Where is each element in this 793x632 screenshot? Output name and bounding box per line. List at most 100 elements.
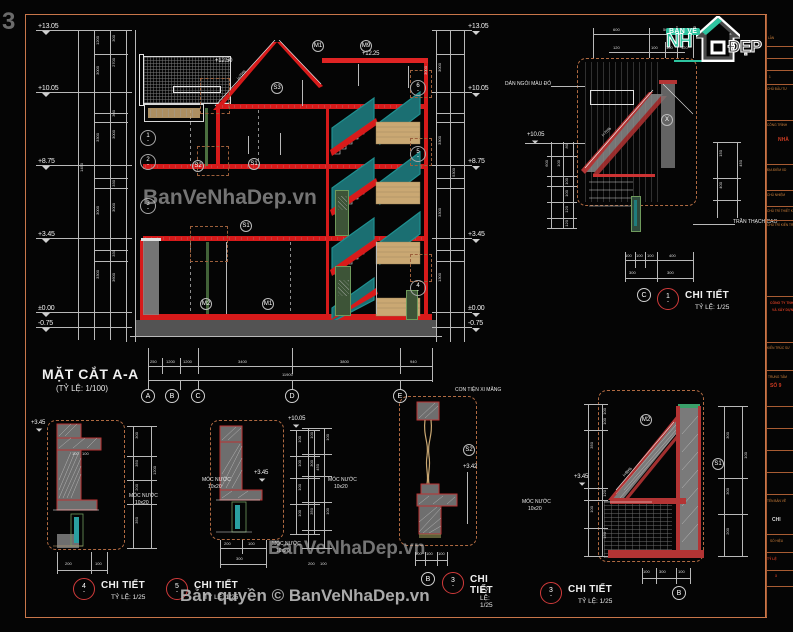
section-title: MẶT CẮT A-A (42, 366, 139, 382)
grid-bubble[interactable]: B (672, 586, 686, 600)
titleblock-row: CHỦ NHIỆM (766, 191, 793, 207)
dimension-text: 300 (629, 270, 636, 275)
dimension-text: 400 (718, 182, 723, 189)
titleblock-row (766, 59, 793, 71)
interior-elevation-label: +12.50 (215, 58, 233, 64)
detail-number-bubble[interactable]: 3 - (540, 582, 562, 604)
dimension-text: 300 (111, 35, 116, 42)
foundation (136, 320, 436, 336)
dimension-text: 200 (725, 528, 730, 535)
dimension-text: 100 (426, 551, 433, 556)
level-marker-icon (579, 483, 586, 487)
detail-callout[interactable]: 6 - (410, 80, 426, 96)
detail-bottom-right: i=90% M2 S1 +3.45 MÓC NƯỚC 10x20 100 100… (522, 382, 780, 612)
dimension-text: 100 (564, 178, 569, 185)
logo-top-text: BẢN VẼ (666, 28, 701, 35)
detail-boundary (399, 396, 477, 546)
element-tag: M1 (312, 40, 324, 52)
detail-bottom-3: 100 100 300 350 100 +3.45 MÓC NƯỚC 10x20… (202, 420, 493, 609)
grid-bubble[interactable]: B (165, 389, 179, 403)
interior-elevation-label: +12.25 (362, 51, 380, 57)
detail-number-bubble[interactable]: 4 - (73, 578, 95, 600)
dimension-text: 120 (564, 206, 569, 213)
detail-note: DÁN NGÓI MÀU ĐỎ (505, 81, 552, 87)
elevation-label: -0.75 (468, 320, 483, 327)
elevation-label: +3.45 (254, 470, 269, 476)
dimension-text: 100 (82, 451, 89, 456)
detail-callout[interactable]: 4 - (410, 280, 426, 296)
dimension-text: 940 (410, 359, 417, 364)
detail-note: MÓC NƯỚC (129, 493, 158, 499)
dimension-text: 3000 (95, 66, 100, 75)
titleblock-row (766, 429, 793, 451)
dimension-text: 100 (325, 434, 330, 441)
grid-bubble[interactable]: C (637, 288, 651, 302)
detail-scale: TỶ LỆ: 1/25 (695, 304, 730, 311)
detail-scale: TỶ LỆ: 1/25 (204, 594, 239, 601)
titleblock-divider (765, 14, 766, 618)
dimension-text: 350 (589, 442, 594, 449)
level-marker-icon (472, 31, 481, 36)
elevation-label: +10.05 (288, 416, 306, 422)
grid-bubble[interactable]: C (191, 389, 205, 403)
elevation-label: +3.45 (574, 474, 589, 480)
detail-callout[interactable]: 1 - (140, 130, 156, 146)
detail-scale: TỶ LỆ: 1/25 (480, 588, 493, 609)
dimension-text: 100 (647, 253, 654, 258)
level-marker-icon (472, 239, 481, 244)
element-tag: M9 (360, 40, 372, 52)
titleblock-row: SỐ HIỆU (766, 535, 793, 553)
detail-number-bubble[interactable]: 3 - (442, 572, 464, 594)
titleblock-row: CHỦ TRÌ THIẾT KẾ (766, 207, 793, 221)
dimension-text: 100 (625, 253, 632, 258)
detail-note: TRẦN THẠCH CAO (733, 219, 778, 225)
detail-bottom-2: +10.05 100 100 450 100 100 MÓC NƯỚC 10x2… (166, 412, 360, 612)
detail-boundary (47, 420, 125, 550)
dimension-text: 3000 (423, 66, 428, 75)
element-tag: S2 (463, 444, 475, 456)
dimension-text: 300 (134, 432, 139, 439)
elevation-label: +8.75 (38, 158, 55, 165)
dimension-text: 100 (643, 569, 650, 574)
detail-scale: TỶ LỆ: 1/25 (578, 598, 613, 605)
titleblock-row: CHỦ TRÌ KIẾN TRÚC (766, 221, 793, 297)
section-scale: (TỶ LỆ: 1/100) (56, 384, 109, 393)
floor-slab (140, 314, 432, 320)
detail-bottom-1: +3.45 1200 300 350 200 350 MÓC NƯỚC 10x2… (31, 412, 195, 612)
dimension-text: 80 (564, 144, 569, 149)
detail-callout[interactable]: 5 - (410, 146, 426, 162)
grid-bubble[interactable]: B (421, 572, 435, 586)
element-tag: S1 (712, 458, 724, 470)
dimension-text: 100 (415, 551, 422, 556)
level-marker-icon (472, 328, 481, 333)
detail-title: CHI TIẾT (101, 580, 146, 591)
titleblock-row: CÔNG TY TNHH TƯ VẤN VÀ XÂY DỰNG (766, 297, 793, 343)
dimension-text: 1200 (95, 36, 100, 45)
level-marker-icon (42, 166, 51, 171)
grid-bubble[interactable]: A (141, 389, 155, 403)
elevation-label: +13.05 (38, 23, 59, 30)
dimension-text: 100 (325, 508, 330, 515)
dimension-text: 3800 (340, 359, 349, 364)
detail-note-size: 10x20 (334, 484, 348, 490)
dimension-text: 350 (134, 517, 139, 524)
detail-callout[interactable]: 2 - (140, 154, 156, 170)
elevation-label: ±0.00 (38, 305, 55, 312)
dimension-text: 3300 (95, 270, 100, 279)
grid-bubble[interactable]: D (285, 389, 299, 403)
detail-con-tien: CON TIỆN XI MĂNG S2 +3.42 100 100 100 B (395, 388, 585, 607)
dimension-text: 3000 (111, 130, 116, 139)
dimension-text: 100 (743, 452, 748, 459)
dimension-text: 3300 (437, 136, 442, 145)
titleblock-row: LẦN (766, 33, 793, 47)
level-marker-icon (42, 239, 51, 244)
detail-number-bubble[interactable]: 1 - (657, 288, 679, 310)
dimension-text: 600 (544, 160, 549, 167)
title-block: LẦN 1 CHỦ ĐẦU TƯ CÔNG TRÌNH NHÀ ĐỊA ĐIỂM… (766, 15, 793, 617)
detail-number-bubble[interactable]: 5 - (166, 578, 188, 600)
detail-note-size: 10x20 (208, 484, 222, 490)
railing-post (206, 242, 209, 314)
dimension-text: 3000 (111, 203, 116, 212)
detail-callout[interactable]: 3 - (140, 198, 156, 214)
detail-note: MÓC NƯỚC (522, 499, 551, 505)
